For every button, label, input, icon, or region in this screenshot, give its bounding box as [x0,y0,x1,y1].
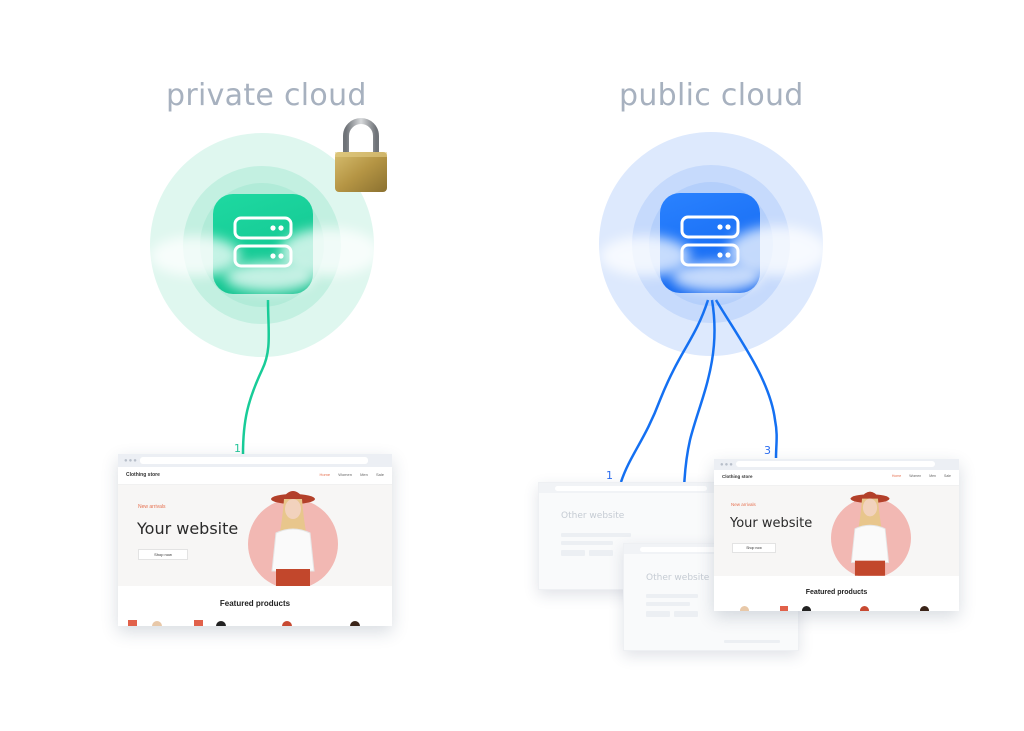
product-thumb [802,606,811,611]
padlock-icon [335,118,387,192]
public-connection-number-1: 1 [606,469,613,482]
menu-item-sale: Sale [943,474,951,478]
featured-products-heading: Featured products [219,599,291,608]
placeholder-bar [589,550,613,556]
model-figure [271,491,315,586]
product-thumb [152,621,162,626]
hero-headline: Your website [730,516,813,531]
other-website-label: Other website [561,511,625,521]
url-bar [140,457,368,464]
product-thumbs [714,606,959,611]
menu-item-sale: Sale [375,472,384,477]
product-thumb [740,606,749,611]
store-brand: Clothing store [126,472,160,478]
private-cloud-puff-1 [150,236,240,276]
placeholder-bar [561,550,585,556]
url-bar [555,486,707,491]
public-connection-number-3: 3 [764,444,771,457]
product-thumb [216,621,226,626]
browser-chrome [539,483,719,493]
site-menu: Home Women Men Sale [312,472,384,477]
browser-chrome: ●●● [714,459,959,470]
private-cloud-title: private cloud [166,78,367,113]
hero-kicker: New arrivals [138,504,166,510]
your-website-browser-private: ●●● Clothing store Home Women Men Sale N… [118,454,392,626]
your-website-browser-public: ●●● Clothing store Home Women Men Sale N… [714,459,959,611]
model-figure [850,491,890,576]
menu-item-women: Women [338,472,352,477]
placeholder-bar [561,541,613,545]
menu-item-men: Men [360,472,368,477]
window-dots-icon: ●●● [720,462,734,468]
public-link-1 [619,299,710,483]
product-thumbs [118,620,392,626]
product-thumb [860,606,869,611]
placeholder-bar [646,611,670,617]
menu-item-women: Women [909,474,922,478]
featured-products-heading: Featured products [805,589,868,596]
site-nav: Clothing store Home Women Men Sale [118,467,392,485]
shop-now-button: Shop now [732,543,776,553]
product-thumb [350,621,360,626]
public-cloud-title: public cloud [619,78,804,113]
browser-chrome [624,544,798,554]
product-thumb [194,620,203,626]
shop-now-button: Shop now [138,549,188,560]
other-website-label: Other website [646,573,710,583]
store-brand: Clothing store [722,474,753,479]
product-thumb [920,606,929,611]
private-link-1 [241,299,271,455]
window-dots-icon: ●●● [124,458,138,464]
menu-item-men: Men [929,474,936,478]
placeholder-bar [674,611,698,617]
hero-section: New arrivals Your website Shop now [118,485,392,586]
hero-section: New arrivals Your website Shop now [714,486,959,576]
hero-headline: Your website [137,519,239,538]
placeholder-bar [646,594,698,598]
placeholder-bar [646,602,690,606]
public-link-3 [714,299,778,459]
url-bar [640,547,786,552]
site-nav: Clothing store Home Women Men Sale [714,470,959,486]
private-cloud-puff-3 [225,262,315,292]
menu-item-home: Home [891,474,902,478]
placeholder-bar [561,533,631,537]
placeholder-bar [724,640,780,643]
site-menu: Home Women Men Sale [885,474,951,478]
product-thumb [128,620,137,626]
public-cloud-puff-3 [672,262,762,292]
url-bar [736,461,935,467]
product-thumb [282,621,292,626]
private-connection-number: 1 [234,442,241,455]
hero-kicker: New arrivals [731,502,756,507]
public-cloud-puff-1 [600,236,690,276]
browser-chrome: ●●● [118,454,392,467]
product-thumb [780,606,788,611]
menu-item-home: Home [319,472,331,477]
